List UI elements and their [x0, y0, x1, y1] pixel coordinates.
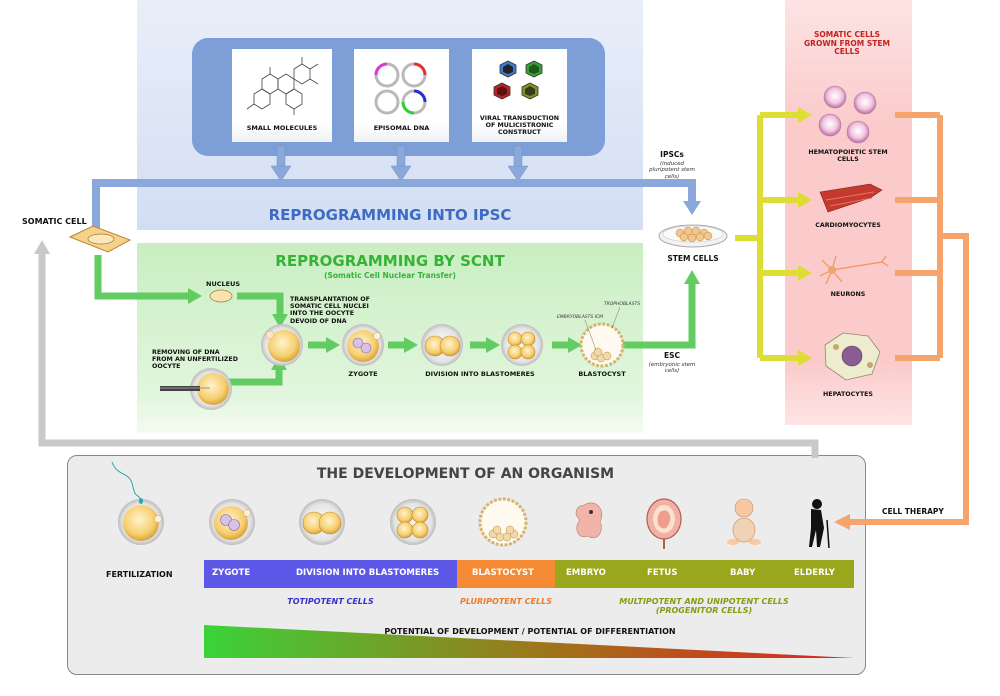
cardiomyocytes-shape — [819, 183, 883, 213]
transplantation-label: TRANSPLANTATION OF SOMATIC CELL NUCLEI I… — [290, 296, 370, 325]
totipotent-label: TOTIPOTENT CELLS — [287, 597, 374, 606]
stage-elderly: ELDERLY — [794, 568, 835, 578]
embryoblasts-label: EMBRYOBLASTS ICM — [556, 315, 604, 320]
scnt-title: REPROGRAMMING BY SCNT — [275, 252, 505, 270]
esc-label: ESC — [663, 351, 681, 360]
neurons-label: NEURONS — [830, 291, 866, 298]
viral-transduction-card: VIRAL TRANSDUCTION OF MULICISTRONIC CONS… — [472, 49, 567, 142]
stage-division: DIVISION INTO BLASTOMERES — [296, 568, 440, 578]
stage-fetus: FETUS — [647, 568, 678, 578]
cardiomyocytes-label: CARDIOMYOCYTES — [815, 222, 881, 229]
potential-gradient — [204, 625, 854, 658]
scnt-arrows — [94, 255, 696, 386]
stage-baby: BABY — [730, 568, 756, 578]
fertilization-label: FERTILIZATION — [106, 570, 173, 579]
virus-icon — [493, 60, 543, 100]
stage-band-multipotent — [555, 560, 854, 588]
multipotent-label: MULTIPOTENT AND UNIPOTENT CELLS (PROGENI… — [619, 597, 789, 616]
stage-blastocyst: BLASTOCYST — [472, 568, 534, 578]
scnt-blastocyst-label: BLASTOCYST — [578, 370, 626, 378]
stage-band-totipotent — [204, 560, 457, 588]
molecule-structure-icon — [246, 57, 319, 115]
hepatocytes-label: HEPATOCYTES — [823, 391, 873, 398]
ipscs-note: (induced pluripotent stem cells) — [649, 161, 695, 180]
therapy-arrows — [848, 112, 969, 525]
return-arrow — [38, 250, 819, 458]
scnt-subtitle: (Somatic Cell Nuclear Transfer) — [324, 271, 456, 280]
pluripotent-label: PLURIPOTENT CELLS — [460, 597, 552, 606]
somatic-panel-title: SOMATIC CELLS GROWN FROM STEM CELLS — [804, 30, 890, 57]
development-title: THE DEVELOPMENT OF AN ORGANISM — [316, 466, 615, 482]
nucleus-label: NUCLEUS — [206, 280, 241, 288]
small-molecules-card: SMALL MOLECULES — [232, 49, 332, 142]
scnt-division-label: DIVISION INTO BLASTOMERES — [425, 370, 535, 378]
cell-therapy-label: CELL THERAPY — [882, 507, 944, 516]
differentiation-arrows — [735, 112, 800, 361]
nucleus-shape — [209, 289, 233, 303]
stage-embryo: EMBRYO — [566, 568, 606, 578]
small-molecules-label: SMALL MOLECULES — [246, 124, 318, 132]
esc-note: (embryonic stem cells) — [648, 362, 696, 375]
ipsc-title: REPROGRAMMING INTO IPSC — [268, 206, 512, 224]
stem-cells-label: STEM CELLS — [667, 254, 719, 263]
somatic-cell-label: SOMATIC CELL — [22, 217, 87, 226]
somatic-cell-shape — [68, 225, 132, 253]
viral-transduction-label: VIRAL TRANSDUCTION OF MULICISTRONIC CONS… — [479, 115, 560, 137]
method-arrows — [270, 145, 529, 182]
stage-band-pluripotent — [457, 560, 555, 588]
trophoblasts-label: TROPHOBLASTS — [603, 302, 641, 307]
episomal-dna-card: EPISOMAL DNA — [354, 49, 449, 142]
removing-dna-label: REMOVING OF DNA FROM AN UNFERTILIZED OOC… — [152, 349, 238, 371]
potential-label: POTENTIAL OF DEVELOPMENT / POTENTIAL OF … — [384, 627, 676, 636]
scnt-zygote-label: ZYGOTE — [348, 370, 378, 378]
stage-zygote: ZYGOTE — [212, 568, 251, 578]
ipsc-arrow — [92, 179, 696, 228]
hematopoietic-label: HEMATOPOIETIC STEM CELLS — [808, 149, 888, 164]
plasmid-icon — [374, 62, 427, 115]
ipscs-label: IPSCs — [660, 150, 684, 159]
episomal-dna-label: EPISOMAL DNA — [373, 124, 430, 132]
